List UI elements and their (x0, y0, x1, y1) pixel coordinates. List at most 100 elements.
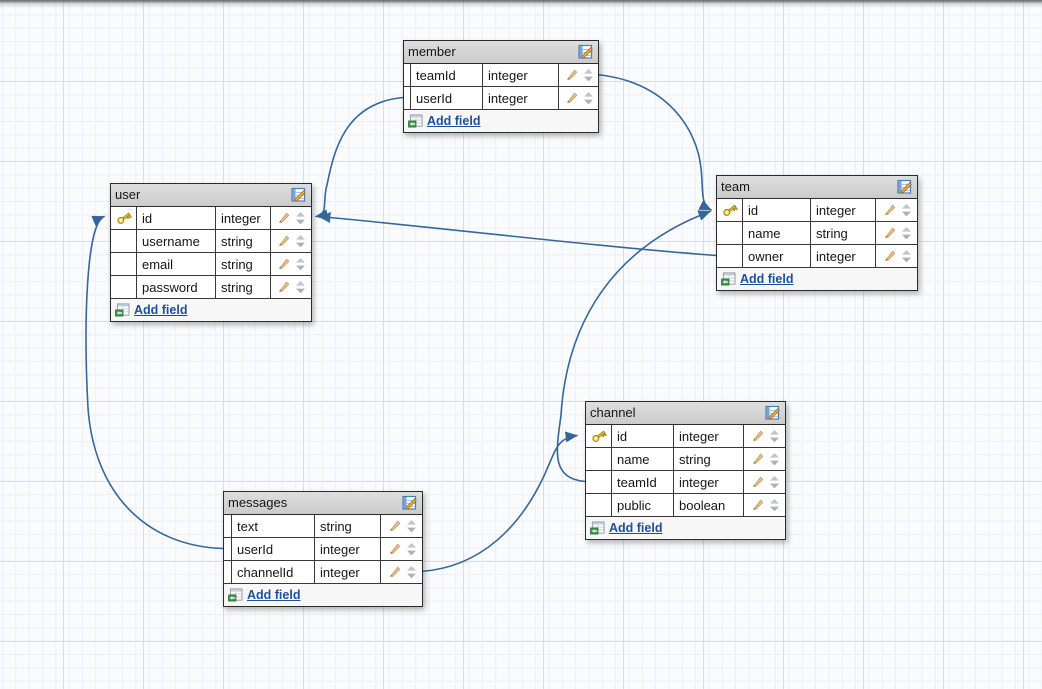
pencil-icon[interactable] (751, 498, 765, 512)
field-actions-cell (271, 253, 311, 275)
add-field-button[interactable]: Add field (740, 272, 794, 286)
relation-line-member.userId-to-user.id (315, 96, 404, 221)
sort-up-down-icon[interactable] (296, 280, 305, 294)
field-actions-cell (381, 561, 422, 583)
sort-up-down-icon[interactable] (901, 249, 911, 263)
edit-table-icon[interactable] (291, 187, 307, 203)
key-cell (111, 253, 137, 275)
pencil-icon[interactable] (565, 91, 579, 105)
pencil-icon[interactable] (277, 257, 291, 271)
pencil-icon[interactable] (388, 565, 402, 579)
field-type: integer (811, 199, 876, 221)
field-name: name (612, 448, 674, 470)
pencil-icon[interactable] (277, 211, 291, 225)
pencil-icon[interactable] (883, 203, 897, 217)
sort-up-down-icon[interactable] (296, 234, 305, 248)
key-cell (717, 222, 743, 244)
field-actions-cell (381, 515, 422, 537)
key-cell (586, 471, 612, 493)
sort-up-down-icon[interactable] (296, 211, 305, 225)
pencil-icon[interactable] (565, 68, 579, 82)
key-icon (722, 202, 738, 218)
edit-table-icon[interactable] (765, 405, 781, 421)
field-name: teamId (411, 64, 483, 86)
key-icon (591, 428, 607, 444)
key-cell (224, 538, 232, 560)
field-type: string (811, 222, 876, 244)
sort-up-down-icon[interactable] (406, 565, 416, 579)
sort-up-down-icon[interactable] (296, 257, 305, 271)
table-header[interactable]: team (717, 176, 917, 199)
table-title: user (115, 187, 141, 202)
pencil-icon[interactable] (883, 226, 897, 240)
field-type: string (315, 515, 381, 537)
key-cell (111, 207, 137, 229)
pencil-icon[interactable] (388, 542, 402, 556)
add-field-button[interactable]: Add field (134, 303, 188, 317)
table-header[interactable]: messages (224, 492, 422, 515)
add-field-button[interactable]: Add field (247, 588, 301, 602)
field-name: username (137, 230, 216, 252)
field-type: string (674, 448, 744, 470)
sort-up-down-icon[interactable] (583, 91, 593, 105)
edit-table-icon[interactable] (402, 495, 418, 511)
sort-up-down-icon[interactable] (769, 429, 779, 443)
pencil-icon[interactable] (751, 475, 765, 489)
pencil-icon[interactable] (277, 280, 291, 294)
table-header[interactable]: user (111, 184, 311, 207)
sort-up-down-icon[interactable] (583, 68, 593, 82)
add-field-button[interactable]: Add field (609, 521, 663, 535)
key-cell (224, 515, 232, 537)
sort-up-down-icon[interactable] (769, 498, 779, 512)
table-header[interactable]: channel (586, 402, 785, 425)
field-name: userId (232, 538, 315, 560)
field-actions-cell (876, 222, 917, 244)
table-header[interactable]: member (404, 41, 598, 64)
pencil-icon[interactable] (751, 429, 765, 443)
edit-table-icon[interactable] (578, 44, 594, 60)
key-cell (111, 230, 137, 252)
table-title: team (721, 179, 750, 194)
sort-up-down-icon[interactable] (406, 542, 416, 556)
pencil-icon[interactable] (751, 452, 765, 466)
sort-up-down-icon[interactable] (406, 519, 416, 533)
field-type: boolean (674, 494, 744, 516)
add-field-table-icon (228, 588, 243, 602)
field-type: integer (674, 425, 744, 447)
field-name: password (137, 276, 216, 298)
field-type: string (216, 230, 271, 252)
key-cell (404, 87, 411, 109)
pencil-icon[interactable] (277, 234, 291, 248)
sort-up-down-icon[interactable] (769, 452, 779, 466)
add-field-button[interactable]: Add field (427, 114, 481, 128)
sort-up-down-icon[interactable] (901, 226, 911, 240)
field-name: email (137, 253, 216, 275)
edit-table-icon[interactable] (897, 179, 913, 195)
sort-up-down-icon[interactable] (901, 203, 911, 217)
pencil-icon[interactable] (883, 249, 897, 263)
pencil-icon[interactable] (388, 519, 402, 533)
sort-up-down-icon[interactable] (769, 475, 779, 489)
